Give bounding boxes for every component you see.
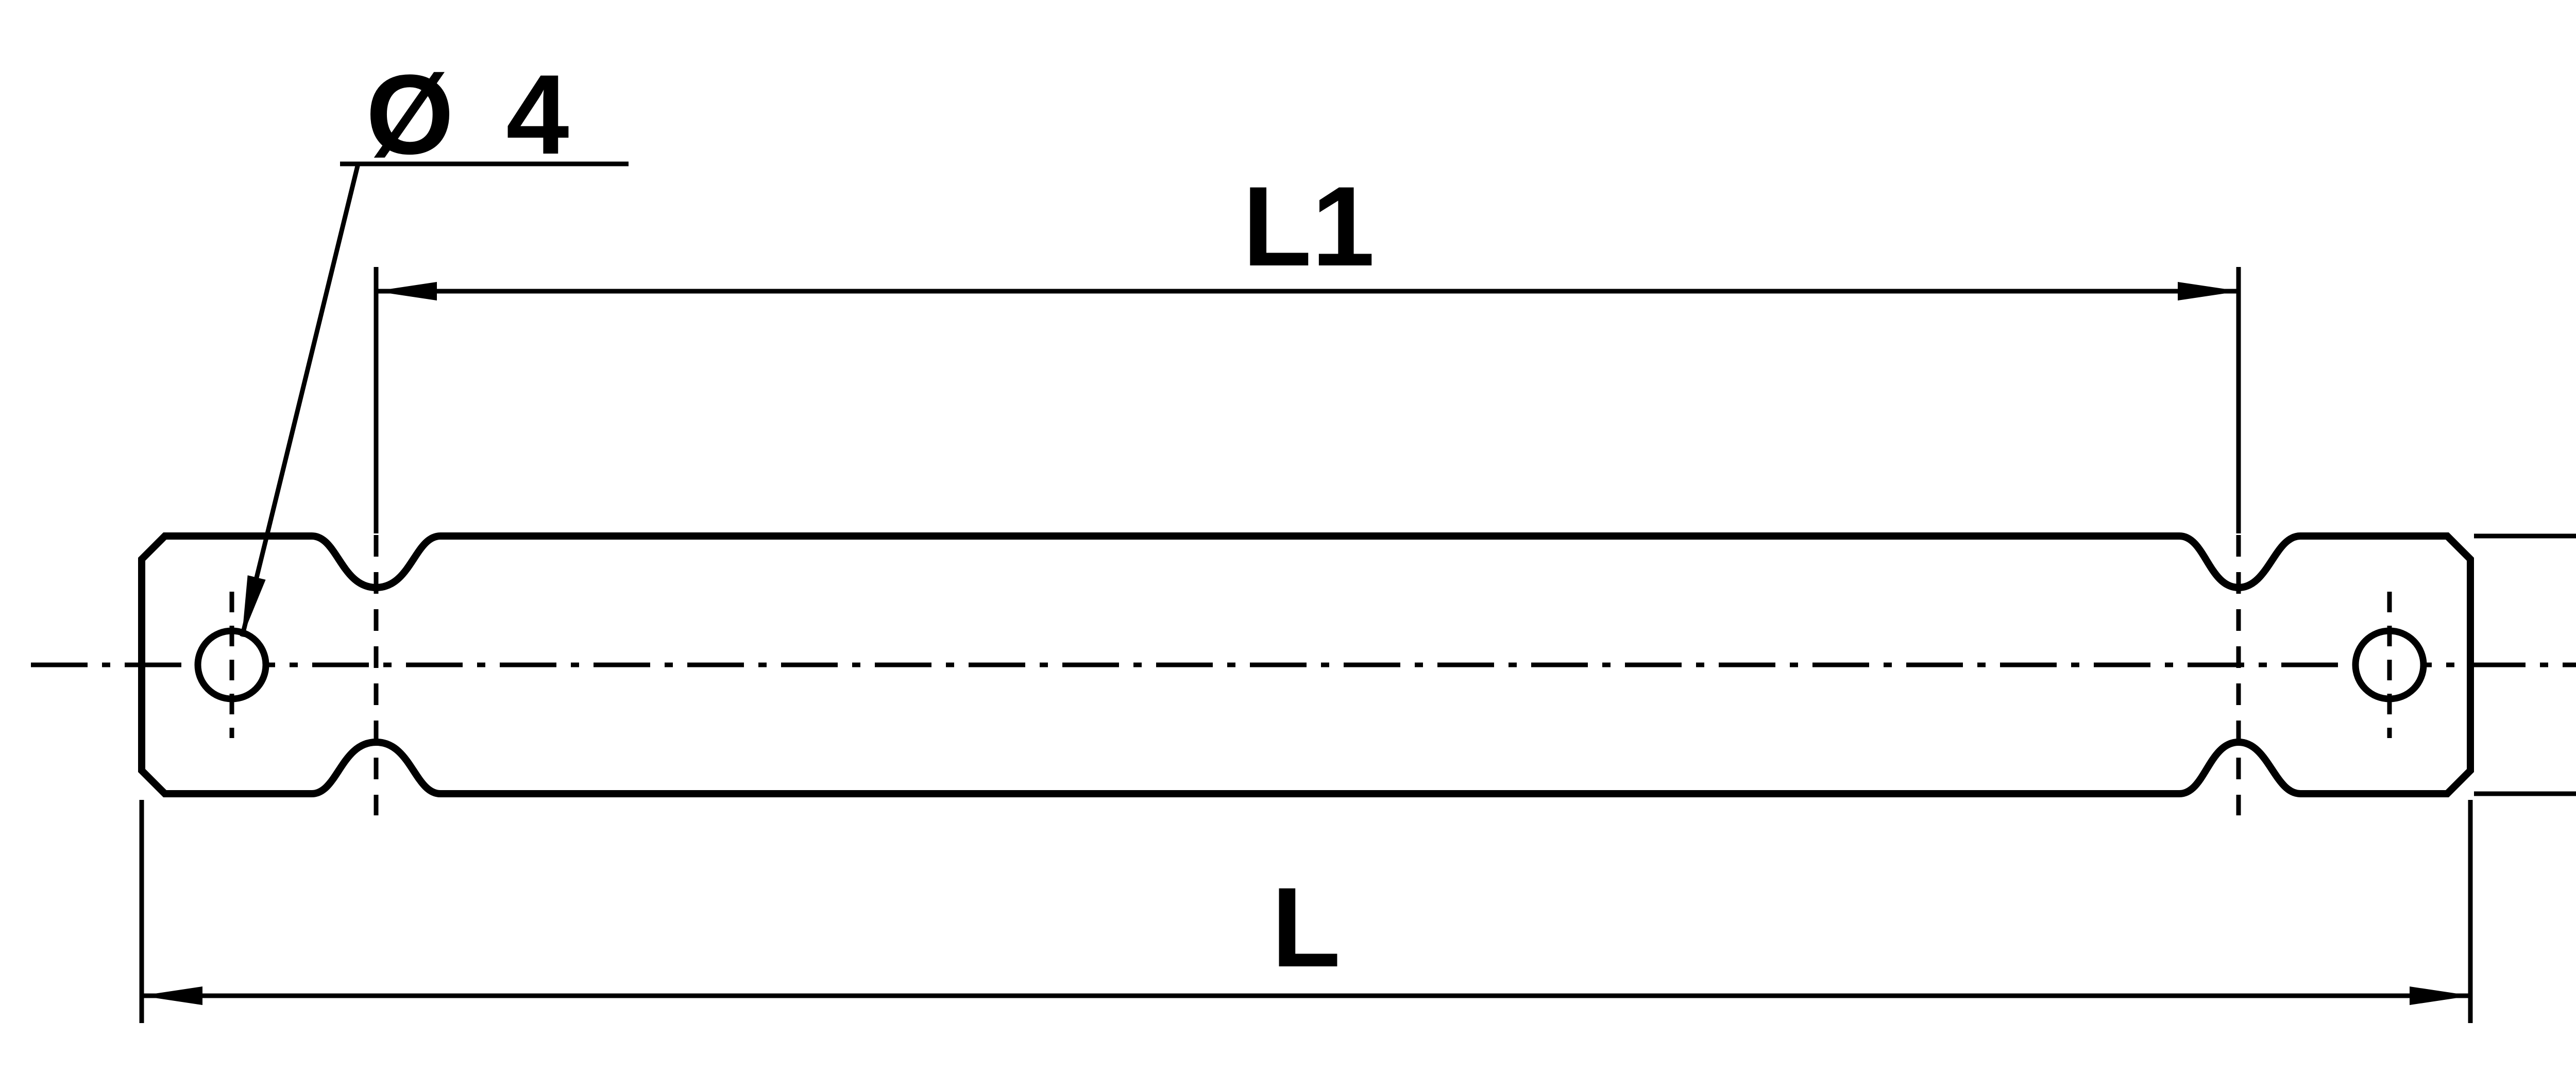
l-dimension-label: L xyxy=(1272,864,1341,991)
hole-callout-leader xyxy=(240,163,361,638)
shaft-body xyxy=(138,532,2474,797)
hole-diameter-label: Ø 4 xyxy=(366,51,580,178)
l1-dimension-label: L1 xyxy=(1243,163,1375,290)
